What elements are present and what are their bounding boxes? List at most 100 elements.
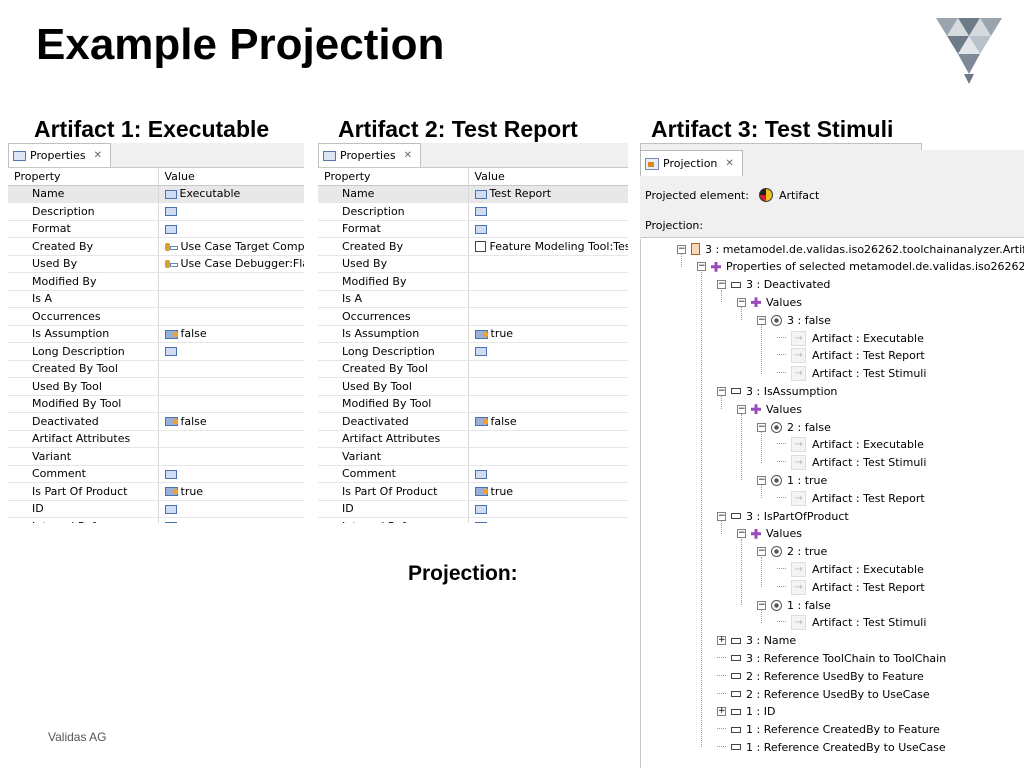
property-value[interactable] — [468, 430, 628, 448]
property-value[interactable] — [468, 500, 628, 518]
table-row[interactable]: Long Description — [318, 342, 628, 361]
column-header-value[interactable]: Value — [468, 168, 628, 186]
property-value[interactable]: false — [468, 412, 628, 431]
tree-node[interactable]: −1 : false — [757, 597, 831, 613]
table-row[interactable]: Occurrences — [318, 307, 628, 326]
tree-node[interactable]: −3 : IsAssumption — [717, 383, 837, 399]
property-value[interactable]: true — [468, 482, 628, 501]
collapse-icon[interactable]: − — [757, 546, 766, 557]
property-value[interactable] — [158, 517, 304, 523]
collapse-icon[interactable]: − — [737, 528, 746, 539]
tree-node[interactable]: →Artifact : Test Report — [777, 490, 925, 506]
property-value[interactable] — [158, 360, 304, 378]
properties-tab[interactable]: Properties ✕ — [8, 143, 111, 167]
collapse-icon[interactable]: − — [697, 261, 706, 272]
collapse-icon[interactable]: − — [737, 296, 746, 307]
table-row[interactable]: Description — [8, 202, 304, 221]
table-row[interactable]: Modified By Tool — [8, 395, 304, 413]
tree-node[interactable]: −3 : IsPartOfProduct — [717, 508, 849, 524]
property-value[interactable] — [468, 447, 628, 466]
table-row[interactable]: ID — [318, 500, 628, 518]
collapse-icon[interactable]: − — [677, 243, 686, 254]
collapse-icon[interactable]: − — [737, 403, 746, 414]
expand-icon[interactable]: + — [717, 635, 726, 646]
table-row[interactable]: ID — [8, 500, 304, 518]
property-value[interactable] — [468, 220, 628, 238]
tree-node[interactable]: 1 : Reference CreatedBy to UseCase — [717, 739, 946, 755]
tree-node[interactable]: −3 : false — [757, 312, 831, 328]
tree-node[interactable]: −3 : Deactivated — [717, 277, 830, 293]
table-row[interactable]: Created By Tool — [318, 360, 628, 378]
tree-node[interactable]: →Artifact : Test Stimuli — [777, 455, 926, 471]
collapse-icon[interactable]: − — [717, 279, 726, 290]
tree-node[interactable]: +3 : Name — [717, 633, 796, 649]
table-row[interactable]: Artifact Attributes — [318, 430, 628, 448]
collapse-icon[interactable]: − — [717, 510, 726, 521]
property-value[interactable] — [468, 202, 628, 221]
collapse-icon[interactable]: − — [757, 421, 766, 432]
tree-node[interactable]: −Values — [737, 401, 802, 417]
tree-node[interactable]: +1 : ID — [717, 704, 775, 720]
projection-tab[interactable]: Projection ✕ — [640, 150, 743, 176]
tree-node[interactable]: −Values — [737, 294, 802, 310]
property-value[interactable] — [158, 342, 304, 361]
tree-node[interactable]: −1 : true — [757, 472, 827, 488]
property-value[interactable]: Executable — [158, 185, 304, 203]
tree-node[interactable]: −2 : true — [757, 544, 827, 560]
tree-node[interactable]: 3 : Reference ToolChain to ToolChain — [717, 650, 946, 666]
tree-node[interactable]: →Artifact : Test Report — [777, 348, 925, 364]
tree-node[interactable]: 2 : Reference UsedBy to Feature — [717, 668, 924, 684]
property-value[interactable]: Use Case Target Compiler — [158, 237, 304, 256]
property-value[interactable] — [468, 360, 628, 378]
table-row[interactable]: Comment — [318, 465, 628, 483]
property-value[interactable] — [468, 395, 628, 413]
property-value[interactable] — [158, 395, 304, 413]
property-value[interactable] — [158, 272, 304, 291]
tree-node[interactable]: →Artifact : Executable — [777, 437, 924, 453]
property-value[interactable] — [468, 517, 628, 523]
property-value[interactable] — [158, 307, 304, 326]
table-row[interactable]: Modified By — [318, 272, 628, 291]
table-row[interactable]: Format — [8, 220, 304, 238]
property-value[interactable] — [158, 202, 304, 221]
property-value[interactable]: Use Case Debugger:Flash — [158, 255, 304, 273]
table-row[interactable]: Used By — [318, 255, 628, 273]
table-row[interactable]: Variant — [318, 447, 628, 466]
table-row[interactable]: Comment — [8, 465, 304, 483]
property-value[interactable] — [468, 290, 628, 308]
table-row[interactable]: Modified By — [8, 272, 304, 291]
table-row[interactable]: Internal Reference — [8, 517, 304, 523]
property-value[interactable]: true — [468, 325, 628, 343]
property-value[interactable] — [468, 307, 628, 326]
column-header-property[interactable]: Property — [8, 168, 159, 186]
tree-node[interactable]: −2 : false — [757, 419, 831, 435]
property-value[interactable] — [468, 255, 628, 273]
tree-node[interactable]: →Artifact : Test Report — [777, 579, 925, 595]
table-row[interactable]: Modified By Tool — [318, 395, 628, 413]
property-value[interactable] — [158, 447, 304, 466]
tree-node[interactable]: →Artifact : Test Stimuli — [777, 615, 926, 631]
tree-node[interactable]: −Properties of selected metamodel.de.val… — [697, 259, 1024, 275]
property-value[interactable] — [468, 377, 628, 396]
table-row[interactable]: Used By Tool — [318, 377, 628, 396]
table-row[interactable]: Description — [318, 202, 628, 221]
close-icon[interactable]: ✕ — [403, 150, 412, 161]
properties-tab[interactable]: Properties ✕ — [318, 143, 421, 167]
table-row[interactable]: Is A — [318, 290, 628, 308]
collapse-icon[interactable]: − — [717, 385, 726, 396]
table-row[interactable]: Internal Reference — [318, 517, 628, 523]
property-value[interactable] — [158, 220, 304, 238]
table-row[interactable]: Used By Tool — [8, 377, 304, 396]
collapse-icon[interactable]: − — [757, 474, 766, 485]
tree-node[interactable]: →Artifact : Executable — [777, 561, 924, 577]
collapse-icon[interactable]: − — [757, 314, 766, 325]
tree-node[interactable]: −Values — [737, 526, 802, 542]
